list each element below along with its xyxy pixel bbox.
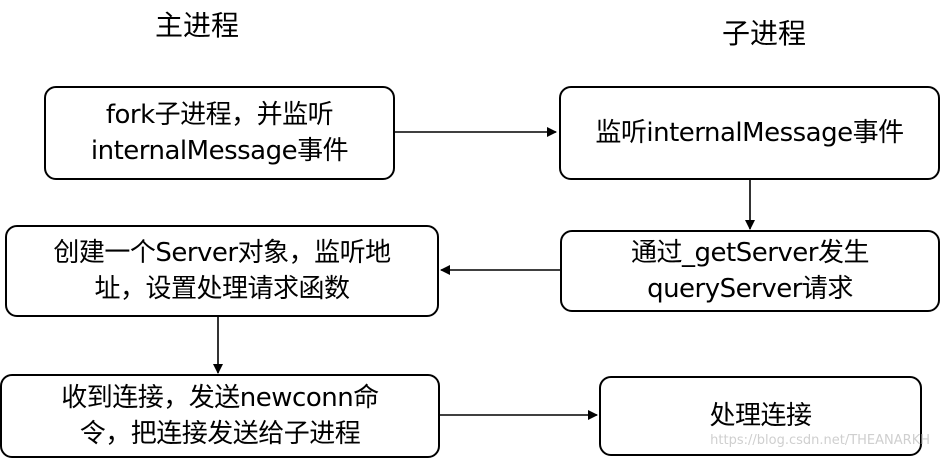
node-fork-child-text: fork子进程，并监听 internalMessage事件 (90, 100, 349, 166)
node-get-server-request: 通过_getServer发生 queryServer请求 (560, 230, 940, 312)
main-process-label: 主进程 (155, 9, 240, 42)
node-receive-connection: 收到连接，发送newconn命 令，把连接发送给子进程 (0, 374, 440, 458)
watermark: https://blog.csdn.net/THEANARKH (710, 433, 930, 448)
node-fork-child: fork子进程，并监听 internalMessage事件 (44, 86, 395, 180)
node-listen-internal-message: 监听internalMessage事件 (559, 86, 940, 180)
node-create-server-text: 创建一个Server对象，监听地 址，设置处理请求函数 (53, 238, 391, 304)
node-receive-connection-text: 收到连接，发送newconn命 令，把连接发送给子进程 (61, 383, 379, 449)
node-handle-connection-text: 处理连接 (709, 401, 812, 431)
node-listen-internal-message-text: 监听internalMessage事件 (595, 118, 904, 148)
node-handle-connection: 处理连接 (599, 376, 922, 456)
node-get-server-request-text: 通过_getServer发生 queryServer请求 (631, 238, 869, 304)
node-create-server: 创建一个Server对象，监听地 址，设置处理请求函数 (5, 225, 439, 317)
child-process-label: 子进程 (722, 17, 807, 50)
